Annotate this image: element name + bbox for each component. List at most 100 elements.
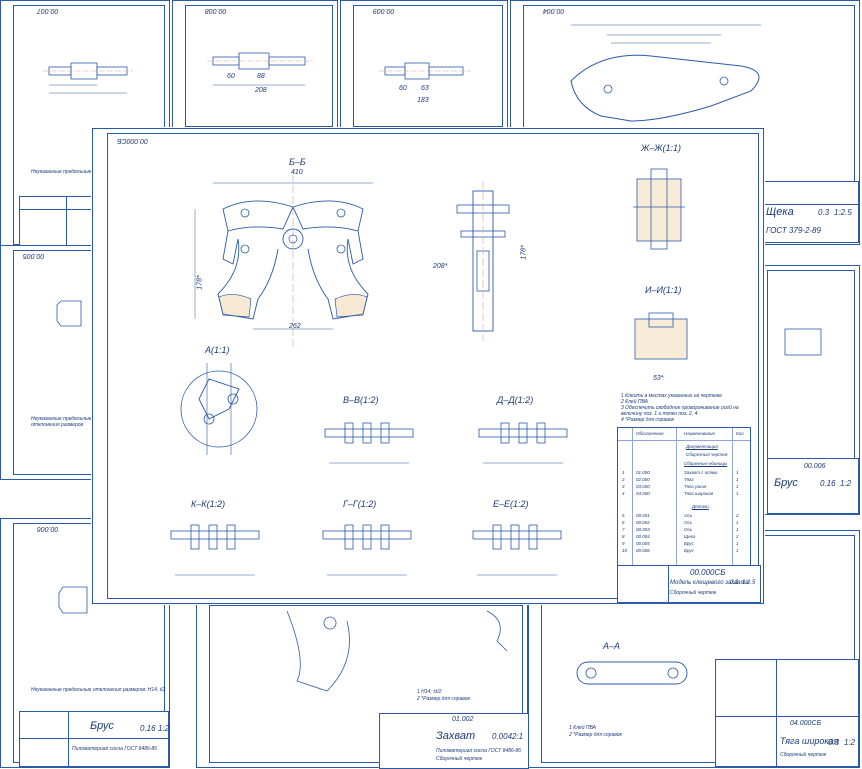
section-kk-drawing [170,524,260,576]
shaft-drawing [43,62,133,94]
mass-value: 0.3 [818,208,830,217]
drawing-sheet-01-002: 1 Н14; ±t/2 2 *Размер для справок 01.002… [196,600,529,769]
dim-side-height: 178* [520,245,528,260]
spec-cell-code: 00.001 [636,513,650,518]
note-line: 2 Клей ПВА [621,399,649,405]
dim-side-width: 208* [433,263,448,270]
material-label: ГОСТ 379-2-89 [766,226,821,235]
view-label-zhzh: Ж–Ж(1:1) [641,143,682,153]
spec-cell-qty: 1 [736,491,739,496]
section-dd-drawing [478,422,568,464]
note-line: 3 Обеспечить свободное проворачивание ос… [621,405,739,417]
mass-value: 0.004 [492,732,513,741]
scale-value: 2:1 [512,732,524,741]
scale-value: 1:2 [158,724,170,733]
view-label-ee: Е–Е(1:2) [493,499,529,509]
spec-cell-code: 03.000 [636,484,650,489]
material-label: Пиломатериал сосна ГОСТ 8486-86 [72,746,158,752]
title-block: 00.006 Брус 0.16 1:2 [767,458,859,514]
spec-section-docs: Документация [686,444,718,449]
spec-header-code: Обозначение [636,431,664,436]
sheet-side-stripe [1,539,14,763]
drawing-sheet-00-009: 00.009 60 63 183 [340,0,508,132]
view-label-dd: Д–Д(1:2) [497,395,534,405]
mass-value: 0.16 [820,479,836,488]
spec-cell-code: 00.006 [636,548,650,553]
spec-cell-name: Тяга широкая [684,491,714,496]
section-vv-drawing [324,422,414,464]
sheet-note: Неуказанные предельные отклонения размер… [31,416,92,428]
spec-header-name: Наименование [684,431,716,436]
sheet-side-stripe [341,21,354,127]
spec-cell-name: Брус [684,541,694,546]
section-gg-drawing [322,524,412,576]
dim-bottom: 262 [289,323,301,330]
sheet-frame [107,133,759,599]
spec-cell-name: Ось [684,520,693,525]
spec-cell-qty: 1 [736,541,739,546]
sheet-note: 1 Н14; ±t/2 [417,689,442,695]
spec-cell-name: Захват с осями [684,470,718,475]
block-drawing [56,300,82,327]
spec-cell-name: Брус [684,548,694,553]
main-title: Модель клещевого захвата [670,580,749,586]
sheet-note: 1 Клей ПВА [569,725,597,731]
gripper-drawing [286,610,508,692]
sheet-frame [209,605,523,763]
main-mass: 0.3 [730,580,739,586]
dim-label: 208 [255,87,267,94]
spec-cell-pos: 10 [622,548,628,553]
sheet-note: 2 *Размер для справок [417,696,470,702]
section-zhzh-drawing [633,168,685,250]
spec-cell-qty: 2 [736,513,739,518]
material-label: Пиломатериал сосна ГОСТ 8486-86 [436,748,522,754]
subtitle-label: Сборочный чертеж [780,752,827,758]
scale-value: 1:2.5 [834,208,852,217]
spec-cell-pos: 8 [622,534,625,539]
view-label-bb: Б–Б [289,157,306,167]
main-title-block: 00.000СБ Модель клещевого захвата Сбороч… [617,565,761,603]
section-ee-drawing [472,524,562,576]
spec-cell-code: 00.003 [636,527,650,532]
side-view-drawing [456,181,510,341]
spec-cell-pos: 7 [622,527,625,532]
sheet-note: Неуказанные предельные отклонения размер… [31,687,166,693]
view-label-gg: Г–Г(1:2) [343,499,377,509]
spec-cell-pos: 2 [622,477,625,482]
spec-cell-name: Тяга узкая [684,484,707,489]
shaft-drawing [379,62,471,80]
spec-header-qty: Кол. [736,431,745,436]
title-block: Брус 0.16 1:2 Пиломатериал сосна ГОСТ 84… [19,711,169,767]
block-drawing [58,586,88,614]
part-title: Захват [436,730,476,742]
spec-cell-code: 00.005 [636,541,650,546]
spec-cell-name: Ось [684,513,693,518]
scale-value: 1:2 [844,738,856,747]
sheet-code: 00.007 [37,7,59,14]
spec-cell-qty: 1 [736,484,739,489]
sheet-code: 00.000СБ [117,137,149,144]
spec-section-units: Сборочные единицы [684,461,728,466]
spec-cell-pos: 6 [622,520,625,525]
subtitle-label: Сборочный чертеж [436,756,483,762]
sheet-code: 00.006 [37,525,59,532]
spec-cell-name: Тяга [684,477,694,482]
sheet-code: 04.000СБ [790,720,822,727]
spec-cell-pos: 1 [622,470,625,475]
dim-label: 60 [399,85,407,92]
link-drawing [576,661,688,685]
sheet-code: 00.008 [205,7,227,14]
spec-cell-code: 02.000 [636,477,650,482]
technical-notes: 1 Клеить в местах указанных на чертеже 2… [621,393,751,423]
sheet-code: 00.009 [373,7,395,14]
drawing-sheet-00-006-b: 00.006 Брус 0.16 1:2 [762,265,860,515]
spec-section-parts: Детали [692,504,709,509]
sheet-side-stripe [1,266,14,475]
spec-cell-qty: 1 [736,470,739,475]
sheet-note: 2 *Размер для справок [569,732,622,738]
part-title: Брус [774,477,798,489]
spec-cell-pos: 9 [622,541,625,546]
main-assembly-sheet: 00.000СБ Б–Б 410 262 178* 178* 208* Ж–Ж(… [92,128,764,604]
mass-value: 0.3 [828,738,840,747]
spec-cell-name: Щека [684,534,696,539]
